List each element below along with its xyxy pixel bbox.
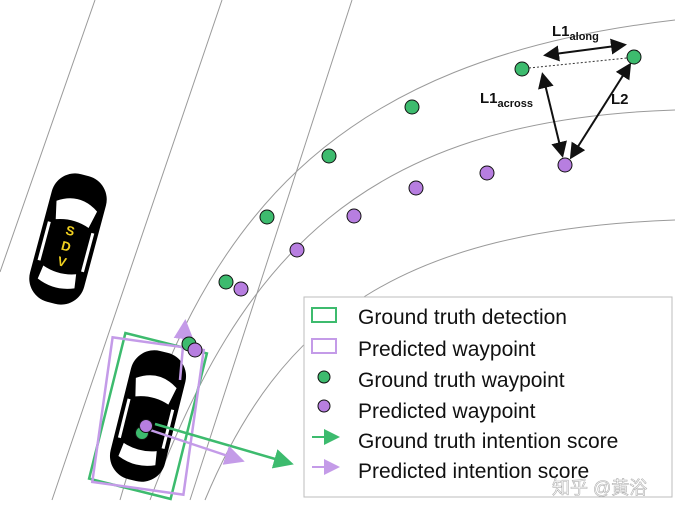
legend-pred-intention-label: Predicted intention score xyxy=(358,460,589,483)
l2-arrow xyxy=(569,62,632,160)
sdv-car: S D V xyxy=(29,173,107,305)
l1-along-sub: along xyxy=(570,31,599,43)
gt-waypoint xyxy=(626,49,642,65)
legend-gt-waypoint-label: Ground truth waypoint xyxy=(358,369,565,392)
detected-vehicle xyxy=(87,331,209,501)
pred-waypoint xyxy=(187,342,203,358)
legend-pred-waypoint-label: Predicted waypoint xyxy=(358,400,536,423)
pred-waypoint xyxy=(289,242,305,258)
legend-item-gt-detection: Ground truth detection xyxy=(311,306,567,329)
gt-waypoint xyxy=(514,61,530,77)
legend-item-gt-intention: Ground truth intention score xyxy=(312,429,618,453)
legend-pred-box-label: Predicted waypoint xyxy=(358,338,536,361)
gt-waypoint xyxy=(218,274,234,290)
gt-waypoint xyxy=(259,209,275,225)
ground-truth-detection-box xyxy=(87,331,209,501)
pred-waypoint xyxy=(408,180,424,196)
l1-across-main: L1 xyxy=(480,90,498,107)
sdv-letter-s: S xyxy=(64,222,77,239)
legend-frame xyxy=(303,296,673,498)
l1-across-label: L1across xyxy=(480,90,533,110)
legend-pred-box-swatch xyxy=(311,338,337,354)
legend-gt-detection-label: Ground truth detection xyxy=(358,306,567,329)
predicted-waypoints xyxy=(139,157,573,433)
pred-waypoint xyxy=(233,281,249,297)
dashed-reference-line xyxy=(528,57,628,69)
gt-intention-arrow-forward xyxy=(173,319,194,381)
legend-item-pred-waypoint: Predicted waypoint xyxy=(317,399,536,423)
predicted-detection-box xyxy=(90,335,206,497)
legend-item-pred-waypoint-box: Predicted waypoint xyxy=(311,338,536,361)
l1-along-label: L1along xyxy=(552,23,599,43)
l1-along-arrow xyxy=(543,38,627,62)
road-line-2 xyxy=(51,0,223,501)
error-metrics: L1along L1across L2 xyxy=(480,23,632,160)
legend-gt-waypoint-dot xyxy=(317,370,331,384)
pred-waypoint xyxy=(346,208,362,224)
sdv-letter-d: D xyxy=(60,238,73,255)
legend: Ground truth detection Predicted waypoin… xyxy=(303,296,673,498)
road-line-1 xyxy=(0,0,96,273)
legend-gt-detection-swatch xyxy=(311,307,337,323)
legend-pred-waypoint-dot xyxy=(317,399,331,413)
pred-waypoint xyxy=(139,419,153,433)
road-line-6 xyxy=(204,219,675,501)
pred-waypoint xyxy=(557,157,573,173)
gt-intention-arrow-right xyxy=(154,422,294,469)
road-line-5 xyxy=(189,0,353,501)
l2-label: L2 xyxy=(611,91,629,108)
l1-along-main: L1 xyxy=(552,23,570,40)
legend-item-pred-intention: Predicted intention score xyxy=(312,459,589,483)
pred-intention-arrow-right xyxy=(149,428,245,465)
legend-item-gt-waypoint: Ground truth waypoint xyxy=(317,369,565,392)
sdv-letter-v: V xyxy=(56,253,69,270)
l1-across-sub: across xyxy=(498,98,533,110)
gt-waypoint xyxy=(404,99,420,115)
watermark: 知乎 @黄浴 xyxy=(552,478,647,498)
pred-waypoint xyxy=(479,165,495,181)
l1-across-arrow xyxy=(538,72,567,158)
gt-waypoint xyxy=(321,148,337,164)
legend-gt-intention-label: Ground truth intention score xyxy=(358,430,618,453)
